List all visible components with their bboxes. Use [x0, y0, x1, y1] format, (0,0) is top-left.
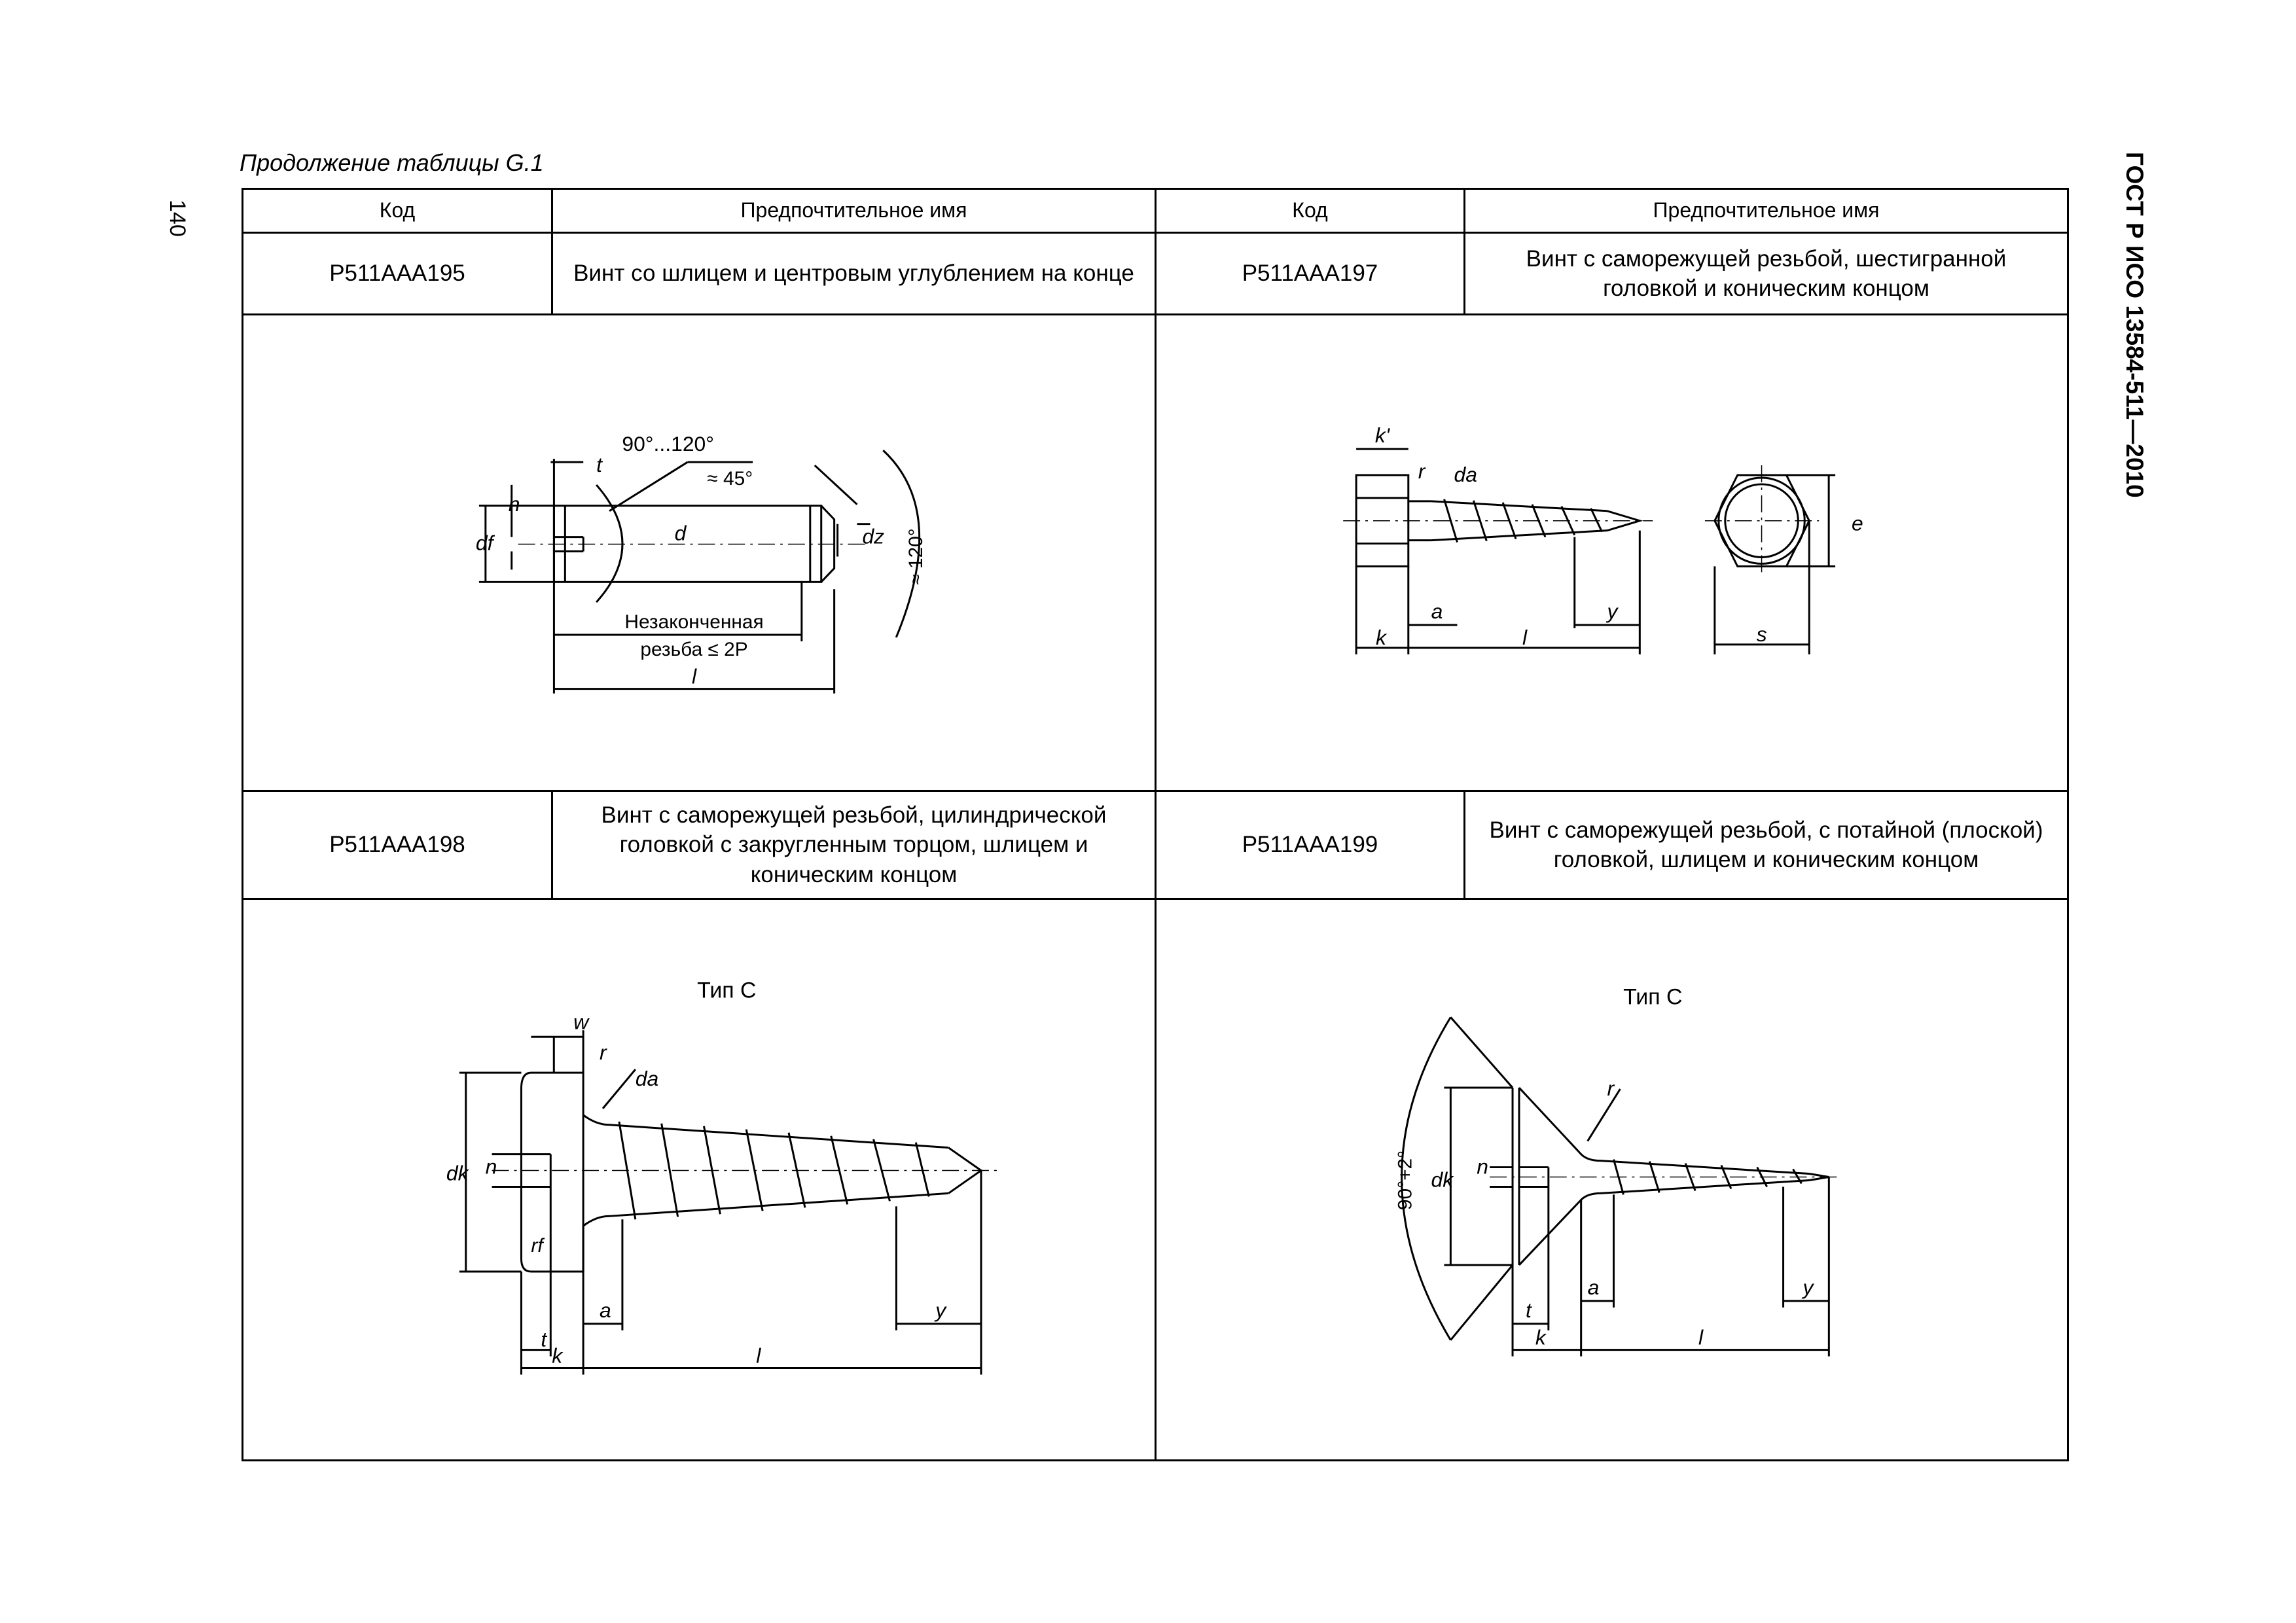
figure-row: Тип С — [242, 898, 2069, 1461]
dim-n: n — [1477, 1155, 1488, 1179]
dim-y: y — [1606, 599, 1619, 623]
dim-a: a — [1588, 1275, 1600, 1299]
name-cell: Винт с саморежущей резьбой, шестигранной… — [1463, 232, 2069, 315]
table-row: P511AAA198 Винт с саморежущей резьбой, ц… — [242, 790, 2069, 900]
dim-n: n — [509, 492, 520, 516]
drawing-tapping-screw-countersunk-head: Тип С — [1395, 984, 1842, 1357]
dim-rf: rf — [531, 1235, 545, 1257]
name-cell: Винт с саморежущей резьбой, цилиндрическ… — [551, 790, 1157, 900]
dim-n: n — [486, 1155, 497, 1179]
spec-table: Код Предпочтительное имя Код Предпочтите… — [242, 188, 2069, 1461]
angle-label: ≈ 45° — [707, 468, 753, 490]
dim-a: a — [1431, 599, 1443, 623]
drawing-tapping-screw-hex-head: k' r da a k l y e s — [1343, 423, 1863, 654]
dim-k: k — [1535, 1326, 1547, 1349]
type-label: Тип С — [1623, 984, 1682, 1009]
note-thread-limit: резьба ≤ 2P — [640, 639, 747, 660]
figure-row: 90°...120° ≈ 45° ≈ 120° t n df d dz Неза… — [242, 313, 2069, 792]
note-unfinished-thread: Незаконченная — [624, 611, 763, 633]
dim-r: r — [1418, 459, 1426, 483]
dim-l: l — [1522, 626, 1528, 649]
standard-designation: ГОСТ Р ИСО 13584-511—2010 — [2121, 152, 2148, 498]
code-cell: P511AAA198 — [242, 790, 553, 900]
dim-e: e — [1852, 512, 1863, 535]
angle-label: 90°...120° — [622, 432, 714, 455]
dim-s: s — [1757, 622, 1767, 646]
dim-r: r — [1607, 1077, 1615, 1100]
dim-k: k — [1376, 626, 1388, 649]
header-name: Предпочтительное имя — [551, 188, 1157, 234]
name-cell: Винт с саморежущей резьбой, с потайной (… — [1463, 790, 2069, 900]
dim-a: a — [600, 1298, 611, 1322]
dim-df: df — [476, 531, 495, 555]
figure-cell-199: Тип С — [1155, 898, 2069, 1461]
dim-r: r — [600, 1041, 607, 1064]
name-cell: Винт со шлицем и центровым углублением н… — [551, 232, 1157, 315]
header-name: Предпочтительное имя — [1463, 188, 2069, 234]
dim-d: d — [675, 522, 687, 545]
drawing-set-screw-cone-point: 90°...120° ≈ 45° ≈ 120° t n df d dz Неза… — [476, 432, 927, 694]
dim-t: t — [541, 1328, 547, 1351]
header-code: Код — [1155, 188, 1465, 234]
dim-da: da — [1454, 463, 1477, 486]
page-number: 140 — [165, 200, 190, 237]
dim-l: l — [1698, 1326, 1704, 1349]
type-label: Тип С — [697, 978, 756, 1003]
angle-label: ≈ 120° — [905, 528, 927, 584]
table-header-row: Код Предпочтительное имя Код Предпочтите… — [242, 188, 2069, 234]
dim-dk: dk — [1431, 1168, 1454, 1191]
table-row: P511AAA195 Винт со шлицем и центровым уг… — [242, 232, 2069, 315]
dim-t: t — [596, 453, 603, 476]
figure-cell-197: k' r da a k l y e s — [1155, 313, 2069, 792]
figure-cell-195: 90°...120° ≈ 45° ≈ 120° t n df d dz Неза… — [242, 313, 1157, 792]
dim-da: da — [636, 1067, 658, 1090]
dim-k: k — [552, 1344, 564, 1368]
dim-dz: dz — [862, 525, 884, 548]
table-caption: Продолжение таблицы G.1 — [240, 149, 544, 176]
code-cell: P511AAA199 — [1155, 790, 1465, 900]
dim-t: t — [1526, 1298, 1532, 1322]
dim-l: l — [756, 1344, 761, 1368]
dim-k-prime: k' — [1375, 423, 1390, 447]
dim-dk: dk — [446, 1161, 470, 1185]
dim-w: w — [573, 1010, 590, 1033]
code-cell: P511AAA197 — [1155, 232, 1465, 315]
code-cell: P511AAA195 — [242, 232, 553, 315]
drawing-tapping-screw-pan-head: Тип С — [446, 978, 1001, 1375]
dim-y: y — [1801, 1275, 1814, 1299]
angle-label: 90°+2° — [1395, 1150, 1416, 1210]
figure-cell-198: Тип С — [242, 898, 1157, 1461]
dim-l: l — [692, 665, 697, 688]
header-code: Код — [242, 188, 553, 234]
dim-y: y — [934, 1298, 947, 1322]
